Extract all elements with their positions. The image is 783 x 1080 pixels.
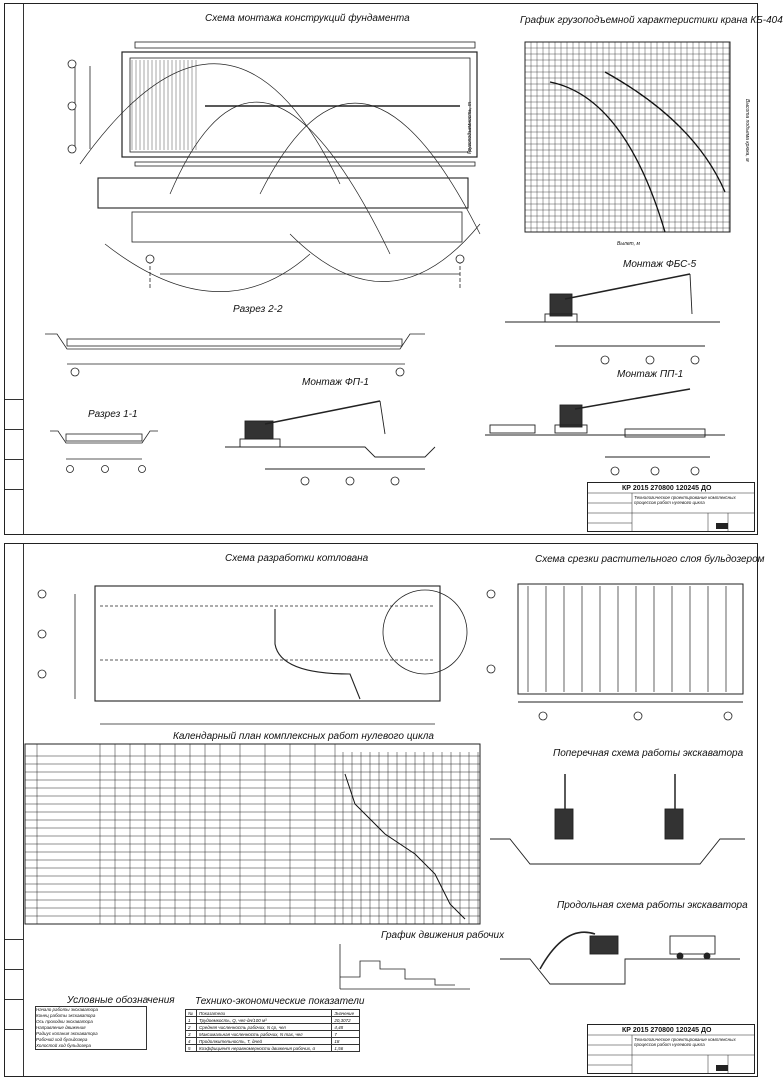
crane-capacity-chart (524, 41, 731, 233)
tep-title: Технико-экономические показатели (195, 996, 365, 1007)
drawing-description: Технологическое проектирование комплексн… (634, 495, 736, 505)
excavator-long-title: Продольная схема работы экскаватора (557, 900, 748, 911)
excavator-long-drawing (500, 931, 740, 985)
table-row: 3 Максимальная численность рабочих, N ma… (184, 1030, 360, 1038)
bulldozer-scheme-title: Схема срезки растительного слоя бульдозе… (535, 554, 765, 565)
drawing-code: КР 2015 270800 120245 ДО (622, 1027, 712, 1034)
foundation-scheme-title: Схема монтажа конструкций фундамента (205, 13, 410, 24)
section-2-2-title: Разрез 2-2 (233, 304, 283, 315)
title-block: КР 2015 270800 120245 ДО Технологическое… (587, 1024, 755, 1074)
excavator-cross-title: Поперечная схема работы экскаватора (553, 748, 744, 759)
crane-fbs5-drawing (505, 273, 720, 365)
tep-header: Значение (331, 1009, 360, 1017)
drawing-sheet-2: Схема разработки котлована Схема срезки … (4, 543, 765, 1077)
title-block-grid (588, 492, 754, 531)
tep-cell: 18 (331, 1037, 360, 1045)
crane-y-left-label: Грузоподъемность, т (467, 102, 473, 154)
table-row: 1 Трудоемкость, Q, чел-дн/100 м³ 20,3072 (184, 1016, 360, 1024)
section-1-1-drawing (50, 430, 158, 473)
tep-cell: Трудоемкость, Q, чел-дн/100 м³ (196, 1016, 333, 1024)
crane-x-axis-label: Вылет, м (617, 241, 640, 247)
tep-cell: 1,56 (331, 1044, 360, 1052)
legend-title: Условные обозначения (67, 995, 175, 1006)
legend-item: Ось проходки экскаватора (36, 1019, 93, 1024)
crane-fp1-drawing (225, 400, 436, 486)
section-1-1-title: Разрез 1-1 (88, 409, 138, 420)
tep-table: № Показатели Значение 1 Трудоемкость, Q,… (184, 1009, 360, 1052)
tep-cell: Коэффициент неравномерности движения раб… (196, 1044, 333, 1052)
calendar-plan-title: Календарный план комплексных работ нулев… (173, 731, 434, 742)
section-2-2-drawing (45, 333, 425, 377)
table-row: 4 Продолжительность, Т, дней 18 (184, 1037, 360, 1045)
legend-item: Холостой ход бульдозера (36, 1043, 92, 1048)
legend-item: Радиус копания экскаватора (36, 1031, 98, 1036)
crane-chart-title: График грузоподъемной характеристики кра… (520, 15, 783, 26)
title-block: КР 2015 270800 120245 ДО Технологическое… (587, 482, 755, 532)
frame-strip (5, 544, 24, 1076)
tep-cell: 1 (184, 1016, 198, 1024)
tep-header: № (184, 1009, 198, 1017)
table-row: 2 Средняя численность рабочих, N ср, чел… (184, 1023, 360, 1031)
excavator-cross-drawing (490, 774, 745, 865)
tep-cell: 7 (331, 1030, 360, 1038)
legend-item: Начало работы экскаватора (36, 1007, 98, 1012)
mount-fp1-title: Монтаж ФП-1 (302, 377, 369, 388)
legend-item: Конец работы экскаватора (36, 1013, 96, 1018)
drawing-code: КР 2015 270800 120245 ДО (622, 485, 712, 492)
frame-strip (5, 4, 24, 534)
mount-fbs5-title: Монтаж ФБС-5 (623, 259, 697, 270)
tep-cell: 3 (184, 1030, 198, 1038)
mount-pp1-title: Монтаж ПП-1 (617, 369, 684, 380)
tep-cell: Максимальная численность рабочих, N max,… (196, 1030, 333, 1038)
crane-y-right-label: Высота подъема крюка, м (744, 99, 750, 162)
tep-cell: 5 (184, 1044, 198, 1052)
workers-movement-chart (339, 944, 470, 990)
tep-cell: Средняя численность рабочих, N ср, чел (196, 1023, 333, 1031)
pit-scheme-title: Схема разработки котлована (225, 553, 369, 564)
tep-cell: 2 (184, 1023, 198, 1031)
tep-cell: Продолжительность, Т, дней (196, 1037, 333, 1045)
tep-cell: 4,48 (331, 1023, 360, 1031)
legend-item: Рабочий ход бульдозера (36, 1037, 88, 1042)
bulldozer-scheme-drawing (486, 583, 744, 721)
tep-header: Показатели (196, 1009, 333, 1017)
tep-cell: 4 (184, 1037, 198, 1045)
workers-chart-title: График движения рабочих (381, 930, 505, 941)
calendar-plan-table (24, 743, 481, 925)
drawing-description: Технологическое проектирование комплексн… (634, 1037, 736, 1047)
title-block-grid (588, 1034, 754, 1073)
pit-plan-drawing (37, 585, 468, 725)
legend: Начало работы экскаватора Конец работы э… (35, 1006, 147, 1050)
tep-cell: 20,3072 (331, 1016, 360, 1024)
crane-pp1-drawing (485, 388, 725, 476)
drawing-sheet-1: Схема монтажа конструкций фундамента Гра… (4, 3, 783, 535)
table-row: 5 Коэффициент неравномерности движения р… (184, 1044, 360, 1052)
legend-item: Направление движения (36, 1025, 86, 1030)
foundation-plan-drawing (67, 41, 481, 292)
